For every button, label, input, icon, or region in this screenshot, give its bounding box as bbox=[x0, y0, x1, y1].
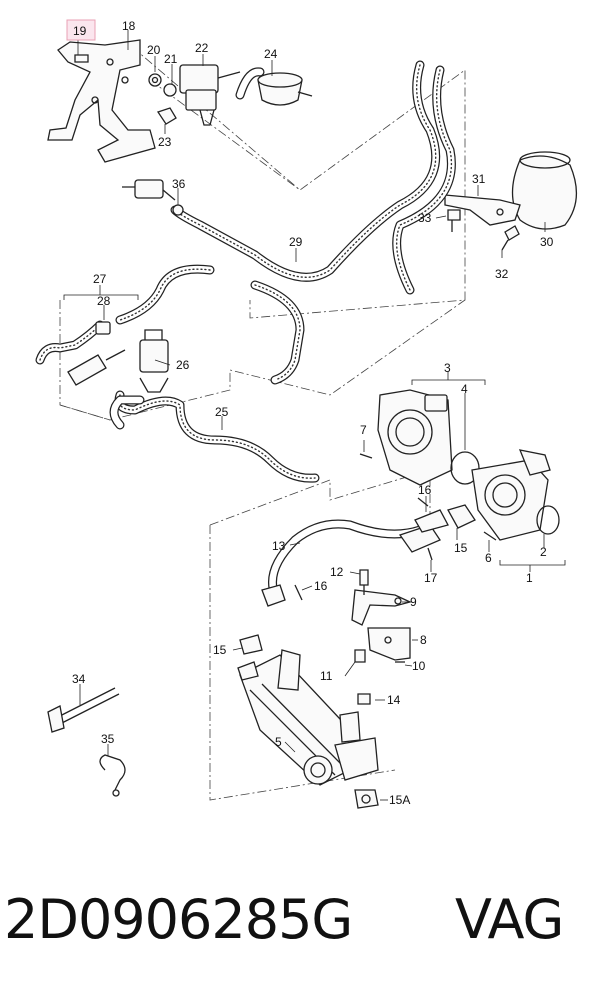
callout-25: 25 bbox=[215, 405, 229, 419]
callout-18: 18 bbox=[122, 19, 136, 33]
inline-filter-and-valve bbox=[67, 179, 184, 393]
throttle-body-assembly bbox=[359, 389, 560, 541]
vacuum-reservoir bbox=[444, 151, 578, 251]
callout-1: 1 bbox=[526, 571, 533, 585]
callout-33: 33 bbox=[418, 211, 432, 225]
callout-21: 21 bbox=[164, 52, 178, 66]
callout-28: 28 bbox=[97, 294, 111, 308]
callout-24: 24 bbox=[264, 47, 278, 61]
callout-16-upper: 16 bbox=[418, 483, 432, 497]
brand-name: VAG bbox=[455, 888, 564, 951]
callout-17: 17 bbox=[424, 571, 438, 585]
callout-3: 3 bbox=[444, 361, 451, 375]
vacuum-canister bbox=[235, 67, 313, 106]
callout-20: 20 bbox=[147, 43, 161, 57]
callout-27: 27 bbox=[93, 272, 107, 286]
callout-19: 19 bbox=[73, 24, 87, 38]
callout-31: 31 bbox=[472, 172, 486, 186]
callout-6: 6 bbox=[485, 551, 492, 565]
callout-36: 36 bbox=[172, 177, 186, 191]
callout-9: 9 bbox=[410, 595, 417, 609]
callout-labels: 19 18 20 21 22 24 23 36 29 31 33 30 32 2… bbox=[66, 19, 554, 807]
support-brackets bbox=[294, 547, 433, 705]
leader-lines bbox=[63, 30, 566, 801]
callout-15A: 15A bbox=[389, 793, 410, 807]
callout-12: 12 bbox=[330, 565, 344, 579]
callout-13: 13 bbox=[272, 539, 286, 553]
callout-34: 34 bbox=[72, 672, 86, 686]
callout-15-lower: 15 bbox=[213, 643, 227, 657]
callout-4: 4 bbox=[461, 382, 468, 396]
callout-2: 2 bbox=[540, 545, 547, 559]
callout-8: 8 bbox=[420, 633, 427, 647]
callout-14: 14 bbox=[387, 693, 401, 707]
callout-7: 7 bbox=[360, 423, 367, 437]
vacuum-hoses bbox=[35, 60, 456, 483]
callout-15-upper: 15 bbox=[454, 541, 468, 555]
callout-22: 22 bbox=[195, 41, 209, 55]
callout-35: 35 bbox=[101, 732, 115, 746]
callout-29: 29 bbox=[289, 235, 303, 249]
egr-pipe-and-cooler bbox=[237, 509, 449, 809]
callout-30: 30 bbox=[540, 235, 554, 249]
solenoid-valve-assembly bbox=[148, 64, 241, 126]
callout-11: 11 bbox=[320, 669, 333, 683]
highlighted-callout-box bbox=[66, 19, 96, 41]
callout-10: 10 bbox=[412, 659, 426, 673]
mounting-bracket bbox=[47, 39, 156, 163]
cable-ties bbox=[47, 687, 126, 797]
callout-26: 26 bbox=[176, 358, 190, 372]
exploded-parts-diagram: 19 18 20 21 22 24 23 36 29 31 33 30 32 2… bbox=[35, 19, 578, 809]
callout-5: 5 bbox=[275, 735, 282, 749]
callout-32: 32 bbox=[495, 267, 509, 281]
callout-23: 23 bbox=[158, 135, 172, 149]
callout-16-lower: 16 bbox=[314, 579, 328, 593]
part-number: 2D0906285G bbox=[4, 888, 353, 951]
